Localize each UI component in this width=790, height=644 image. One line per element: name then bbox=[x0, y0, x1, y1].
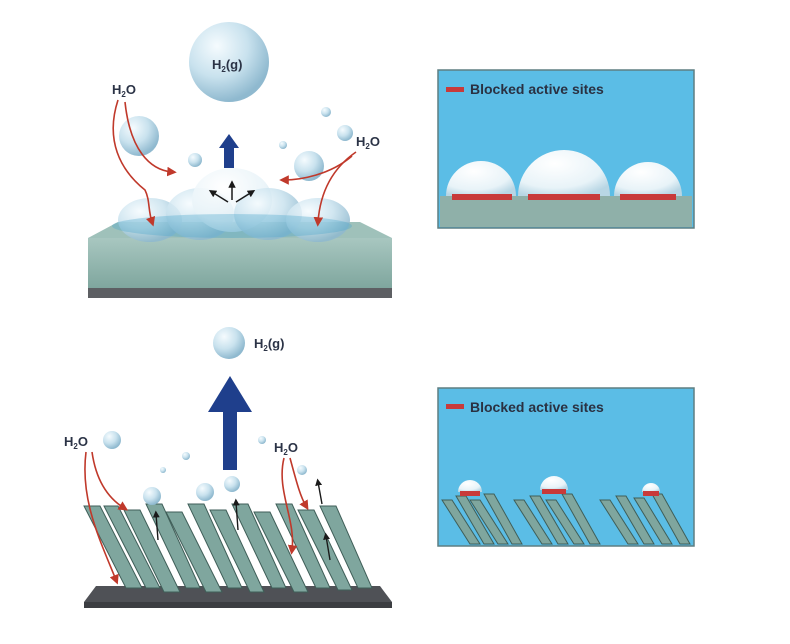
flat-substrate-front bbox=[88, 238, 392, 288]
bottom-electrode-panel: H2(g) H2O H2O bbox=[64, 327, 392, 608]
bubble bbox=[642, 483, 660, 492]
bubble bbox=[294, 151, 324, 181]
top-electrode-panel: H2(g) H2O H2O bbox=[88, 22, 392, 298]
hydrogen-bubble-large bbox=[189, 22, 269, 102]
nanorod-array bbox=[83, 503, 373, 593]
water-path-left-branch bbox=[91, 451, 129, 511]
bubble bbox=[182, 452, 190, 460]
legend-swatch bbox=[446, 87, 464, 92]
legend-swatch bbox=[446, 404, 464, 409]
water-path-right-branch bbox=[289, 457, 309, 511]
water-path-left bbox=[84, 451, 119, 585]
bubble bbox=[143, 487, 161, 505]
bubble bbox=[297, 465, 307, 475]
inset-nanorod-surface: Blocked active sites bbox=[437, 387, 695, 547]
blocked-site bbox=[620, 194, 676, 200]
hydrogen-gas-label: H2(g) bbox=[212, 57, 242, 74]
bubble bbox=[540, 476, 568, 490]
nanorod-array bbox=[441, 493, 691, 545]
up-arrow-icon bbox=[208, 376, 252, 470]
bubble bbox=[446, 161, 516, 196]
blocked-site bbox=[528, 194, 600, 200]
blocked-site bbox=[643, 491, 659, 496]
bubble bbox=[103, 431, 121, 449]
flat-substrate-base bbox=[88, 288, 392, 298]
nanorod-substrate-base bbox=[84, 586, 392, 602]
bubble bbox=[337, 125, 353, 141]
blocked-site bbox=[542, 489, 566, 494]
legend-label: Blocked active sites bbox=[470, 81, 604, 97]
bubble bbox=[224, 476, 240, 492]
bubble bbox=[518, 150, 610, 196]
legend-label: Blocked active sites bbox=[470, 399, 604, 415]
water-path-right bbox=[281, 457, 298, 555]
water-label-left: H2O bbox=[112, 82, 136, 99]
bubble bbox=[160, 467, 166, 473]
blocked-site bbox=[460, 491, 480, 496]
gas-release-arrows bbox=[152, 478, 331, 561]
water-label-right: H2O bbox=[356, 134, 380, 151]
bubble bbox=[258, 436, 266, 444]
bubble bbox=[279, 141, 287, 149]
up-arrow-icon bbox=[219, 134, 239, 168]
hydrogen-gas-label: H2(g) bbox=[254, 336, 284, 353]
hydrogen-bubble bbox=[213, 327, 245, 359]
bubble bbox=[196, 483, 214, 501]
bubble bbox=[188, 153, 202, 167]
water-path-right bbox=[313, 151, 357, 227]
inset-flat-surface: Blocked active sites bbox=[437, 69, 695, 229]
water-path-left bbox=[112, 99, 156, 227]
bubble bbox=[458, 480, 482, 492]
water-label-right: H2O bbox=[274, 440, 298, 457]
water-path-left-branch bbox=[124, 101, 177, 177]
water-path-right-branch bbox=[279, 155, 353, 185]
bubble bbox=[614, 162, 682, 196]
blocked-site bbox=[452, 194, 512, 200]
gas-release-arrows bbox=[208, 180, 256, 203]
water-label-left: H2O bbox=[64, 434, 88, 451]
bubble bbox=[321, 107, 331, 117]
